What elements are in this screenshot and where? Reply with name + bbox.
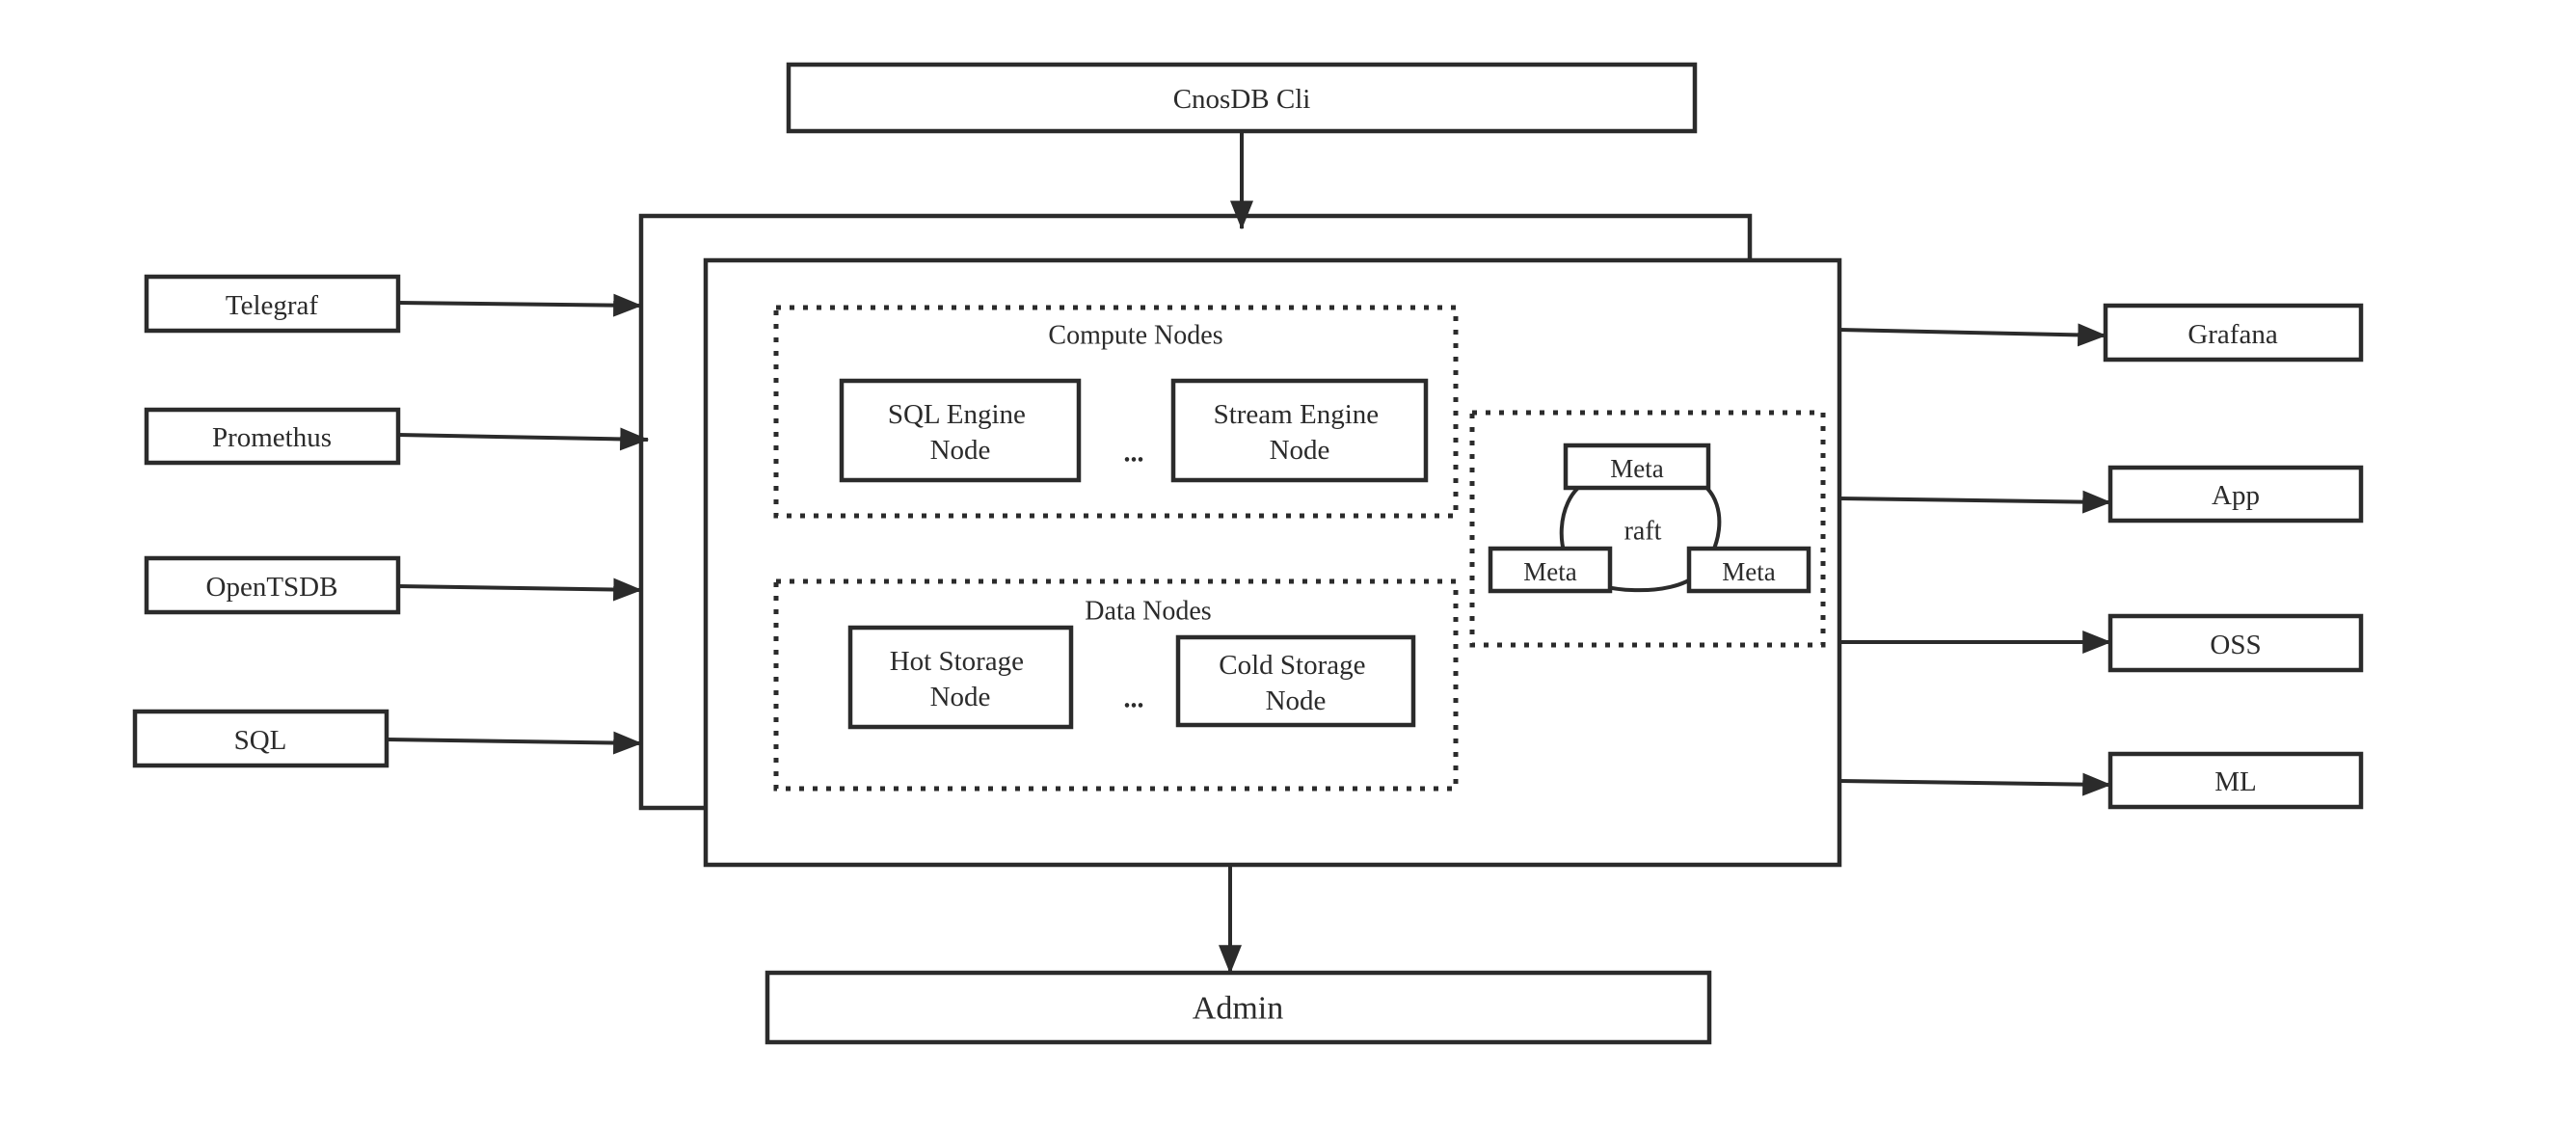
cnosdb-cli-label: CnosDB Cli — [1173, 84, 1311, 115]
opentsdb-arrow — [397, 577, 643, 602]
input-opentsdb-box[interactable]: OpenTSDB — [144, 555, 401, 615]
ml-arrow — [1838, 772, 2112, 796]
svg-text:Stream Engine Node: Stream Engine Node — [1214, 399, 1386, 466]
raft-label: raft — [1624, 517, 1662, 547]
sql-arrow — [386, 731, 643, 755]
svg-text:SQL Engine Node: SQL Engine Node — [888, 399, 1033, 466]
meta-node-right[interactable]: Meta — [1686, 546, 1811, 594]
sql-engine-node-line1: SQL Engine — [888, 399, 1026, 430]
app-arrow — [1838, 490, 2112, 514]
hot-storage-node[interactable]: Hot Storage Node — [847, 625, 1074, 730]
meta-node-top-label: Meta — [1610, 454, 1663, 483]
hot-storage-node-line2: Node — [930, 682, 991, 712]
data-nodes-group: Data Nodes Hot Storage Node ... Cold Sto… — [773, 578, 1459, 792]
sql-engine-node[interactable]: SQL Engine Node — [839, 378, 1082, 483]
stream-engine-node[interactable]: Stream Engine Node — [1170, 378, 1429, 483]
compute-ellipsis: ... — [1124, 439, 1144, 469]
meta-node-left-label: Meta — [1523, 557, 1576, 586]
cold-storage-node-line1: Cold Storage — [1219, 650, 1365, 681]
promethus-arrow — [397, 427, 650, 451]
output-grafana-label: Grafana — [2187, 319, 2278, 350]
input-promethus-box[interactable]: Promethus — [144, 407, 401, 466]
raft-ring — [1559, 482, 1722, 593]
data-nodes-title: Data Nodes — [1085, 597, 1211, 627]
compute-nodes-group: Compute Nodes SQL Engine Node ... Stream… — [773, 305, 1459, 519]
output-oss-box[interactable]: OSS — [2107, 613, 2364, 673]
hot-storage-node-line1: Hot Storage — [890, 646, 1024, 677]
output-app-label: App — [2212, 480, 2260, 511]
output-ml-label: ML — [2214, 766, 2257, 797]
meta-cluster-group: raft Meta Meta Meta — [1469, 410, 1826, 648]
input-promethus-label: Promethus — [212, 422, 332, 453]
input-telegraf-label: Telegraf — [226, 290, 319, 321]
svg-text:Cold Storage Node: Cold Storage Node — [1219, 650, 1373, 716]
input-sql-label: SQL — [234, 725, 287, 756]
meta-node-right-label: Meta — [1722, 557, 1775, 586]
admin-label: Admin — [1193, 991, 1283, 1027]
cnosdb-cli-box[interactable]: CnosDB Cli — [786, 62, 1698, 134]
sql-engine-node-line2: Node — [930, 435, 991, 466]
output-oss-label: OSS — [2210, 630, 2261, 660]
meta-node-top[interactable]: Meta — [1563, 443, 1711, 491]
stream-engine-node-line2: Node — [1270, 435, 1330, 466]
output-ml-box[interactable]: ML — [2107, 751, 2364, 810]
cluster-front-frame — [703, 257, 1842, 868]
output-app-box[interactable]: App — [2107, 465, 2364, 524]
cold-storage-node[interactable]: Cold Storage Node — [1175, 634, 1416, 728]
input-opentsdb-label: OpenTSDB — [206, 572, 338, 603]
output-grafana-box[interactable]: Grafana — [2103, 303, 2364, 363]
stream-engine-node-line1: Stream Engine — [1214, 399, 1380, 430]
input-sql-box[interactable]: SQL — [132, 709, 389, 768]
cold-storage-node-line2: Node — [1266, 685, 1327, 716]
compute-nodes-title: Compute Nodes — [1048, 321, 1222, 351]
input-telegraf-box[interactable]: Telegraf — [144, 274, 401, 334]
data-ellipsis: ... — [1124, 685, 1144, 714]
telegraf-arrow — [397, 293, 643, 317]
meta-node-left[interactable]: Meta — [1488, 546, 1613, 594]
admin-box[interactable]: Admin — [765, 970, 1712, 1045]
svg-text:Hot Storage Node: Hot Storage Node — [890, 646, 1032, 712]
grafana-arrow — [1838, 323, 2107, 347]
